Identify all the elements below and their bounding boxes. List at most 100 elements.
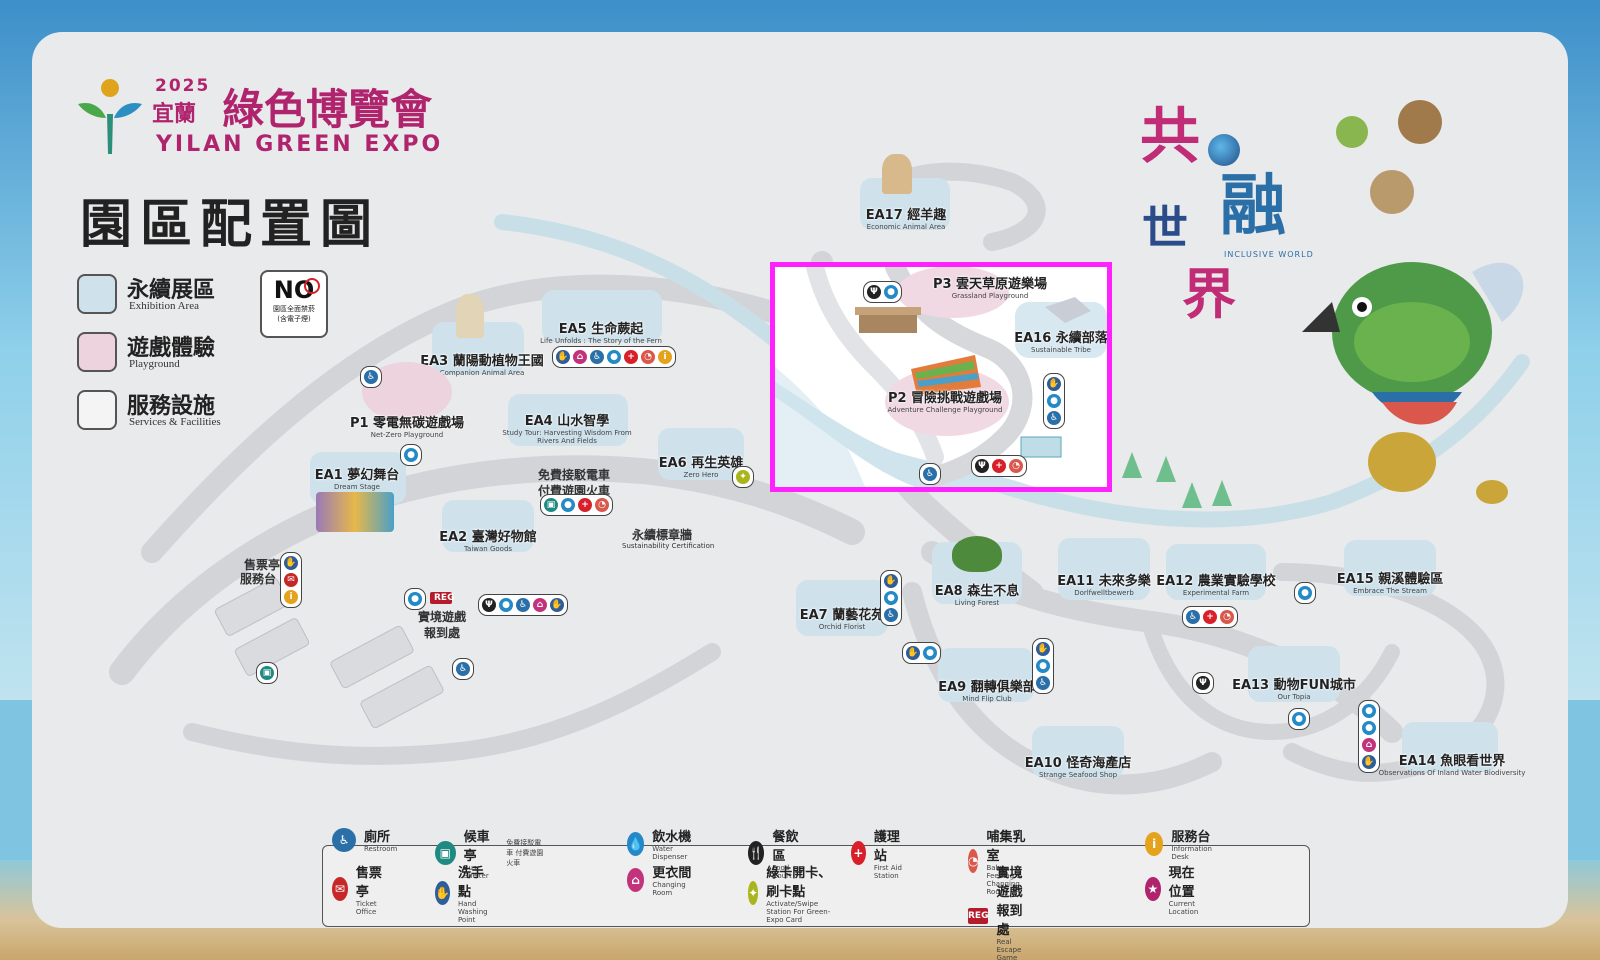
ea5-facilities[interactable]: ✋ ⌂ ♿ ● + ◔ i <box>552 346 676 368</box>
zone-ea15-name: EA15 親溪體驗區 <box>1336 572 1444 587</box>
hl-restroom[interactable]: ♿ <box>919 463 941 485</box>
theme-char-3: 世 <box>1142 201 1188 255</box>
zone-ea1[interactable]: EA1 夢幻舞台 Dream Stage <box>302 464 412 491</box>
legend-label-en: Ticket Office <box>355 900 377 916</box>
restroom-marker-west[interactable]: ♿ <box>360 366 382 388</box>
bus-shelter-icon: ▣ <box>260 666 274 680</box>
shuttle-facilities[interactable]: ▣ ● + ◔ <box>540 494 613 516</box>
zone-ea4[interactable]: EA4 山水智學 Study Tour: Harvesting Wisdom F… <box>472 410 662 445</box>
zone-ea1-sub: Dream Stage <box>334 483 380 491</box>
zone-ea7[interactable]: EA7 蘭藝花苑 Orchid Florist <box>792 604 892 631</box>
zone-ea11-bg <box>1058 538 1150 600</box>
services-swatch <box>77 390 117 430</box>
water-icon: ● <box>607 350 621 364</box>
legend-label: 服務台 <box>1171 830 1211 845</box>
baby-icon: ◔ <box>1009 459 1023 473</box>
expo-logo-icon <box>78 79 142 154</box>
zone-ea13[interactable]: EA13 動物FUN城市 Our Topia <box>1232 674 1356 701</box>
ea14-facilities[interactable]: ● ● ⌂ ✋ <box>1358 700 1380 773</box>
zone-ea5[interactable]: EA5 生命蕨起 Life Unfolds : The Story of the… <box>536 318 666 345</box>
zone-ea8[interactable]: EA8 森生不息 Living Forest <box>927 580 1027 607</box>
legend-label: 售票亭 <box>355 866 382 900</box>
ea9-facilities[interactable]: ✋ ● <box>902 642 941 664</box>
zone-p1[interactable]: P1 零電無碳遊戲場 Net-Zero Playground <box>332 412 482 439</box>
zone-ea12[interactable]: EA12 農業實驗學校 Experimental Farm <box>1156 570 1276 597</box>
restroom-icon: ♿ <box>332 827 356 852</box>
changing-room-icon: ⌂ <box>573 350 587 364</box>
zone-ea10[interactable]: EA10 怪奇海產店 Strange Seafood Shop <box>1022 752 1134 779</box>
ticket-icon: ✉ <box>284 573 298 587</box>
zone-ea12-bg <box>1166 544 1266 600</box>
zone-ea10-sub: Strange Seafood Shop <box>1038 771 1118 779</box>
zone-ea16[interactable]: EA16 永續部落 Sustainable Tribe <box>1011 327 1107 354</box>
legend-label: 洗手點 <box>457 866 484 900</box>
hand-wash-icon: ✋ <box>1047 377 1061 391</box>
water-icon: ● <box>1362 721 1376 735</box>
zone-ea6[interactable]: EA6 再生英雄 Zero Hero <box>648 452 754 479</box>
ea13-water[interactable]: ● <box>1288 708 1310 730</box>
first-aid-icon: + <box>1203 610 1217 624</box>
water-marker-ea1[interactable]: ● <box>400 444 422 466</box>
first-aid-icon: + <box>851 841 866 865</box>
card-activate-icon: ✦ <box>736 470 750 484</box>
food-icon: Ψ <box>482 598 496 612</box>
food-icon: Ψ <box>867 285 881 299</box>
hl-bottom-facilities[interactable]: Ψ + ◔ <box>971 455 1027 477</box>
zone-ea7-name: EA7 蘭藝花苑 <box>799 608 885 623</box>
ea2-facilities[interactable]: Ψ ● ♿ ⌂ ✋ <box>478 594 568 616</box>
cert-label: 永續標章牆 <box>632 528 693 542</box>
legend-label: 綠卡開卡、刷卡點 <box>766 866 832 900</box>
zone-ea9[interactable]: EA9 翻轉俱樂部 Mind Flip Club <box>932 676 1042 703</box>
zone-ea1-name: EA1 夢幻舞台 <box>314 468 400 483</box>
baby-icon: ◔ <box>1220 610 1234 624</box>
cert-label-en: Sustainability Certification <box>622 542 715 550</box>
first-aid-icon: + <box>578 498 592 512</box>
zone-ea13-name: EA13 動物FUN城市 <box>1232 678 1356 693</box>
no-smoking-line1: 園區全面禁菸 <box>273 305 315 313</box>
legend-label-en: Activate/Swipe Station For Green-Expo Ca… <box>766 900 831 924</box>
exhibition-label-en: Exhibition Area <box>129 300 199 312</box>
hl-food-water[interactable]: Ψ ● <box>863 281 902 303</box>
water-icon: ● <box>408 592 422 606</box>
hl-right-facilities[interactable]: ✋ ● ♿ <box>1043 373 1065 429</box>
restroom-marker-south[interactable]: ♿ <box>452 658 474 680</box>
water-icon: ● <box>1362 704 1376 718</box>
food-icon: Ψ <box>1196 676 1210 690</box>
zone-ea15[interactable]: EA15 親溪體驗區 Embrace The Stream <box>1332 568 1448 595</box>
zone-p2[interactable]: P2 冒險挑戰遊戲場 Adventure Challenge Playgroun… <box>875 387 1015 414</box>
legend-label: 護理站 <box>873 830 900 864</box>
bus-marker-south[interactable]: ▣ <box>256 662 278 684</box>
zone-ea17[interactable]: EA17 經羊趣 Economic Animal Area <box>856 204 956 231</box>
map-title: 園區配置圖 <box>80 194 381 255</box>
ea12-water[interactable]: ● <box>1294 582 1316 604</box>
zone-ea6-bg <box>658 428 744 480</box>
zone-ea15-sub: Embrace The Stream <box>1353 587 1427 595</box>
food-icon: Ψ <box>975 459 989 473</box>
zone-p3[interactable]: P3 雲天草原遊樂場 Grassland Playground <box>915 273 1065 300</box>
zone-ea11[interactable]: EA11 未來多樂 Dorlfwelltbewerb <box>1052 570 1156 597</box>
reg-marker[interactable]: ● <box>404 588 426 610</box>
zone-ea3[interactable]: EA3 蘭陽動植物王國 Companion Animal Area <box>412 350 552 377</box>
zone-ea7-bg <box>796 580 888 636</box>
hand-wash-icon: ✋ <box>435 881 450 905</box>
ea12-facilities[interactable]: ♿ + ◔ <box>1182 606 1238 628</box>
card-marker-ea6[interactable]: ✦ <box>732 466 754 488</box>
theme-char-2: 融 <box>1220 166 1286 244</box>
ea13-food[interactable]: Ψ <box>1192 672 1214 694</box>
zone-ea9-name: EA9 翻轉俱樂部 <box>938 680 1036 695</box>
ea9-facilities-right[interactable]: ✋ ● ♿ <box>1032 638 1054 694</box>
no-smoking-sign: NO 園區全面禁菸 (含電子煙) <box>260 270 328 338</box>
ticket-facilities[interactable]: ✋ ✉ i <box>280 552 302 608</box>
globe-icon <box>1208 134 1240 166</box>
hand-wash-icon: ✋ <box>556 350 570 364</box>
zone-p2-name: P2 冒險挑戰遊戲場 <box>887 391 1003 406</box>
zone-ea13-bg <box>1248 646 1340 702</box>
ea7-facilities[interactable]: ✋ ● ♿ <box>880 570 902 626</box>
zone-ea2[interactable]: EA2 臺灣好物館 Taiwan Goods <box>432 526 544 553</box>
zone-ea3-name: EA3 蘭陽動植物王國 <box>420 354 544 369</box>
exhibition-label: 永續展區 <box>127 277 216 303</box>
legend-label: 餐飲區 <box>772 830 799 864</box>
zone-ea14[interactable]: EA14 魚眼看世界 Observations Of Inland Water … <box>1372 750 1532 777</box>
